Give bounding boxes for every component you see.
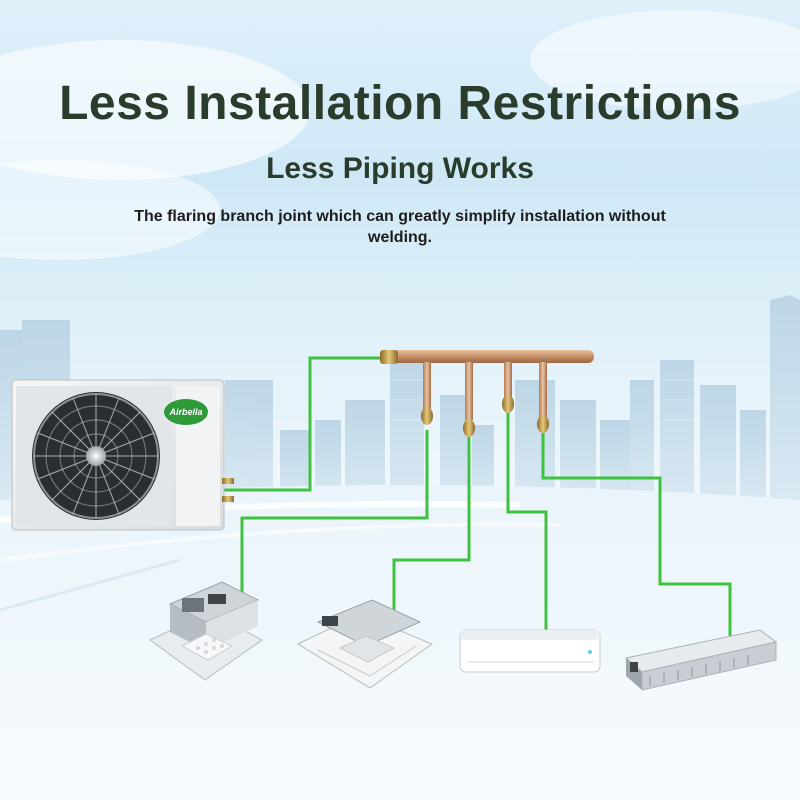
- headline: Less Installation Restrictions: [59, 77, 741, 130]
- indoor-unit-ducted: [624, 629, 778, 691]
- brand-name: Airbella: [168, 407, 202, 417]
- brand-logo: [164, 399, 208, 425]
- indoor-unit-wall-mounted: [459, 629, 601, 673]
- refrigerant-lines: [222, 356, 732, 640]
- indoor-unit-cassette: [296, 599, 434, 689]
- subheadline: Less Piping Works: [266, 152, 534, 185]
- outdoor-unit: Airbella: [11, 379, 234, 531]
- description: The flaring branch joint which can great…: [134, 208, 666, 246]
- flaring-branch-joint: [380, 350, 594, 437]
- indoor-unit-cassette-open: [149, 581, 263, 681]
